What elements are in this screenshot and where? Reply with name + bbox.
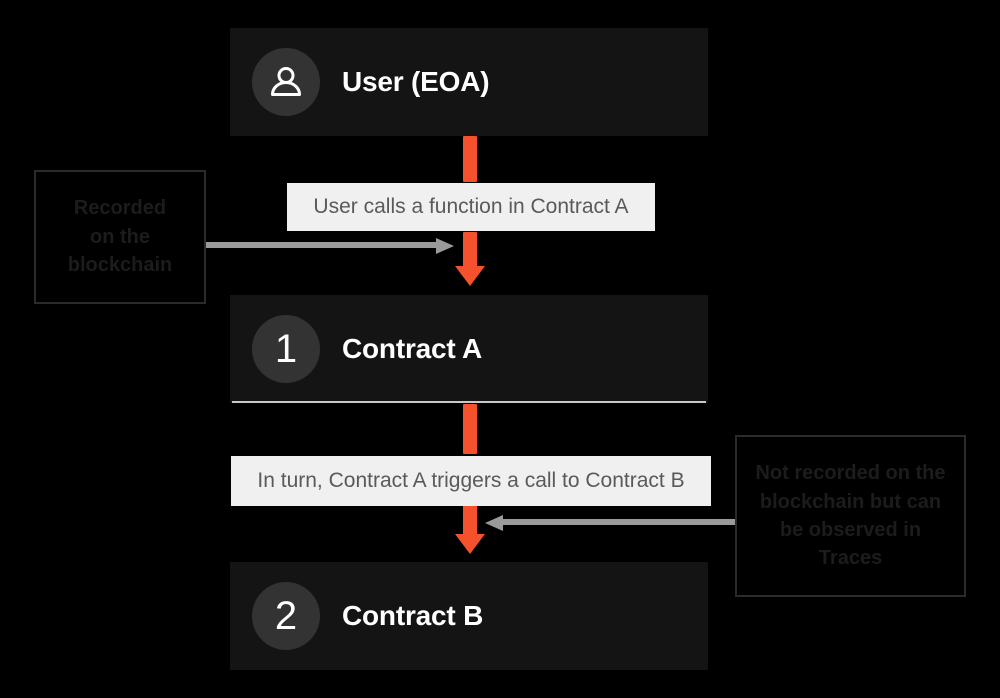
note-not-recorded-line-4: Traces [818, 547, 883, 570]
annotation-arrow-head-right [436, 238, 454, 254]
annotation-arrow-head-left [485, 515, 503, 531]
annotation-arrow-shaft [206, 242, 438, 248]
node-title-contract-b: Contract B [342, 600, 484, 631]
note-not-recorded-line-2: blockchain but can [759, 490, 942, 513]
note-not-recorded-line-3: be observed in [779, 519, 922, 541]
node-title-contract-a: Contract A [342, 333, 483, 364]
note-recorded-text: Recorded on the blockchain [68, 194, 172, 279]
note-not-recorded-text: Not recorded on the blockchain but can b… [755, 459, 945, 573]
node-contract-a[interactable]: 1 Contract A [230, 295, 708, 403]
caption-text-1: User calls a function in Contract A [313, 195, 629, 218]
flow-arrow-shaft-upper [463, 404, 477, 454]
node-title-user-eoa: User (EOA) [342, 66, 490, 97]
user-avatar-badge [252, 48, 320, 116]
person-icon [271, 67, 301, 96]
annotation-arrow-not-recorded [485, 515, 735, 531]
flow-arrow-head [455, 534, 485, 554]
node-contract-b[interactable]: 2 Contract B [230, 562, 708, 670]
flow-arrow-shaft-lower [463, 232, 477, 268]
note-recorded-line-2: on the [89, 225, 150, 248]
contract-a-badge-number: 1 [274, 327, 298, 371]
annotation-arrow-recorded [206, 238, 454, 254]
note-recorded-line-1: Recorded [73, 197, 167, 220]
contract-b-badge-number: 2 [274, 594, 298, 638]
flow-arrow-shaft-upper [463, 136, 477, 182]
note-not-recorded-line-1: Not recorded on the [755, 462, 946, 485]
note-recorded-line-3: blockchain [67, 254, 173, 277]
annotation-arrow-shaft [501, 519, 735, 525]
caption-user-calls-function: User calls a function in Contract A [287, 183, 655, 231]
caption-contract-a-triggers-contract-b: In turn, Contract A triggers a call to C… [231, 456, 711, 506]
flow-arrow-user-to-contract-a [455, 136, 485, 288]
note-not-recorded-on-blockchain: Not recorded on the blockchain but can b… [735, 435, 966, 597]
caption-text-2: In turn, Contract A triggers a call to C… [257, 469, 685, 492]
note-recorded-on-blockchain: Recorded on the blockchain [34, 170, 206, 304]
flow-arrow-shaft-lower [463, 504, 477, 536]
flow-arrow-head [455, 266, 485, 286]
flow-arrow-contract-a-to-contract-b [455, 404, 485, 556]
contract-b-number-badge: 2 [252, 582, 320, 650]
contract-a-number-badge: 1 [252, 315, 320, 383]
node-user-eoa[interactable]: User (EOA) [230, 28, 708, 136]
